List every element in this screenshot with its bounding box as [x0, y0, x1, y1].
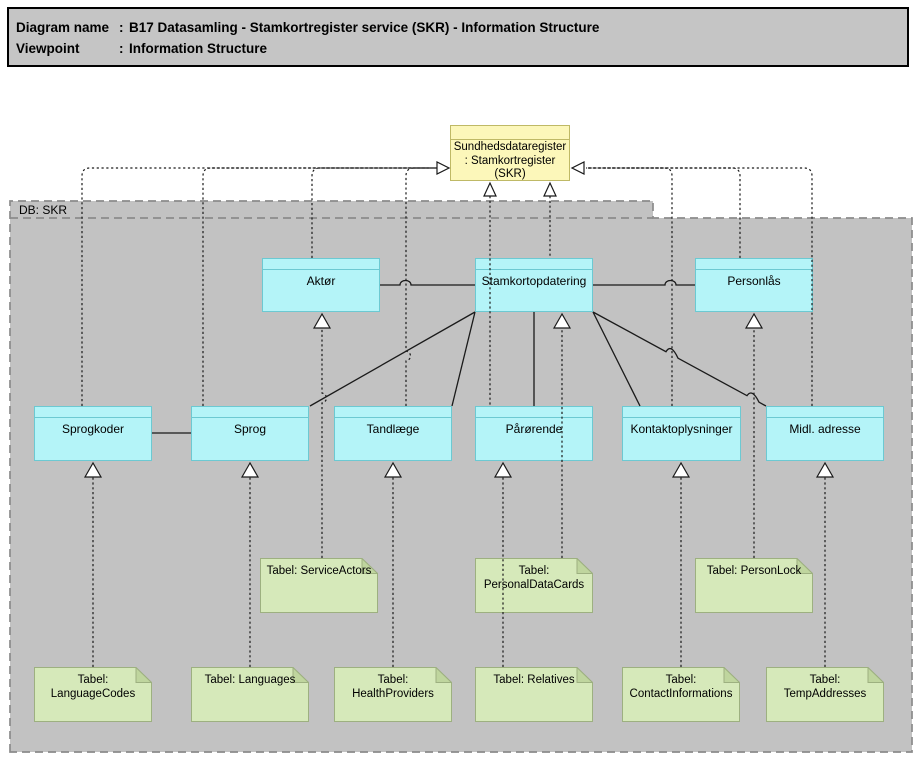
note-personal-data-cards: Tabel: PersonalDataCards — [475, 558, 593, 613]
note-temp-addresses: Tabel: TempAddresses — [766, 667, 884, 722]
arrowhead-midl-adresse — [815, 461, 835, 478]
association-stamkortopdatering-sprog — [309, 311, 476, 407]
realization-kontaktoplysninger-skr — [586, 167, 673, 406]
diagram-name-row: Diagram name:B17 Datasamling - Stamkortr… — [16, 17, 907, 38]
note-service-actors: Tabel: ServiceActors — [260, 558, 378, 613]
viewpoint-value: Information Structure — [129, 41, 268, 56]
viewpoint-label: Viewpoint — [16, 41, 80, 56]
viewpoint-row: Viewpoint:Information Structure — [16, 38, 907, 59]
realization-arrowhead-right — [570, 161, 585, 175]
node-sprogkoder: Sprogkoder — [34, 406, 152, 461]
realization-arrowhead-bottom-2 — [543, 181, 557, 197]
node-tandlaege: Tandlæge — [334, 406, 452, 461]
note-contact-informations: Tabel: ContactInformations — [622, 667, 740, 722]
arrowhead-stamkortopdatering — [552, 312, 572, 329]
association-stamkortopdatering-tandlaege — [451, 311, 476, 407]
note-person-lock: Tabel: PersonLock — [695, 558, 813, 613]
association-stamkortopdatering-midl-adresse — [592, 311, 767, 407]
note-language-codes: Tabel: LanguageCodes — [34, 667, 152, 722]
group-db-skr-label: DB: SKR — [19, 203, 68, 217]
diagram-name-value: B17 Datasamling - Stamkortregister servi… — [129, 20, 600, 35]
diagram-title-bar: Diagram name:B17 Datasamling - Stamkortr… — [7, 7, 909, 67]
object-top-band — [451, 126, 569, 140]
arrowhead-personlas — [744, 312, 764, 329]
node-stamkortopdatering: Stamkortopdatering — [475, 258, 593, 312]
note-languages: Tabel: Languages — [191, 667, 309, 722]
arrowhead-tandlaege — [383, 461, 403, 478]
association-aktor-stamkortopdatering — [380, 279, 475, 286]
realization-tandlaege-skr — [405, 167, 429, 406]
association-stamkortopdatering-kontaktoplysninger — [592, 311, 641, 407]
association-stamkortopdatering-personlas — [593, 279, 695, 286]
realization-personlas-skr — [586, 167, 741, 258]
arrowhead-parorende — [493, 461, 513, 478]
diagram-name-label: Diagram name — [16, 20, 110, 35]
arrowhead-sprogkoder — [83, 461, 103, 478]
node-sundhedsdataregister-skr: Sundhedsdataregister: Stamkortregister (… — [450, 125, 570, 181]
node-kontaktoplysninger: Kontaktoplysninger — [622, 406, 741, 461]
realization-serviceactors-aktor — [321, 329, 328, 558]
note-health-providers: Tabel: HealthProviders — [334, 667, 452, 722]
realization-aktor-skr — [311, 167, 429, 258]
node-personlas: Personlås — [695, 258, 813, 312]
note-relatives: Tabel: Relatives — [475, 667, 593, 722]
arrowhead-kontaktoplysninger — [671, 461, 691, 478]
node-sprog: Sprog — [191, 406, 309, 461]
node-midl-adresse: Midl. adresse — [766, 406, 884, 461]
arrowhead-sprog — [240, 461, 260, 478]
node-parorende: Pårørende — [475, 406, 593, 461]
realization-arrowhead-bottom-1 — [483, 181, 497, 197]
realization-arrowhead-left — [436, 161, 451, 175]
arrowhead-aktor — [312, 312, 332, 329]
node-aktor: Aktør — [262, 258, 380, 312]
